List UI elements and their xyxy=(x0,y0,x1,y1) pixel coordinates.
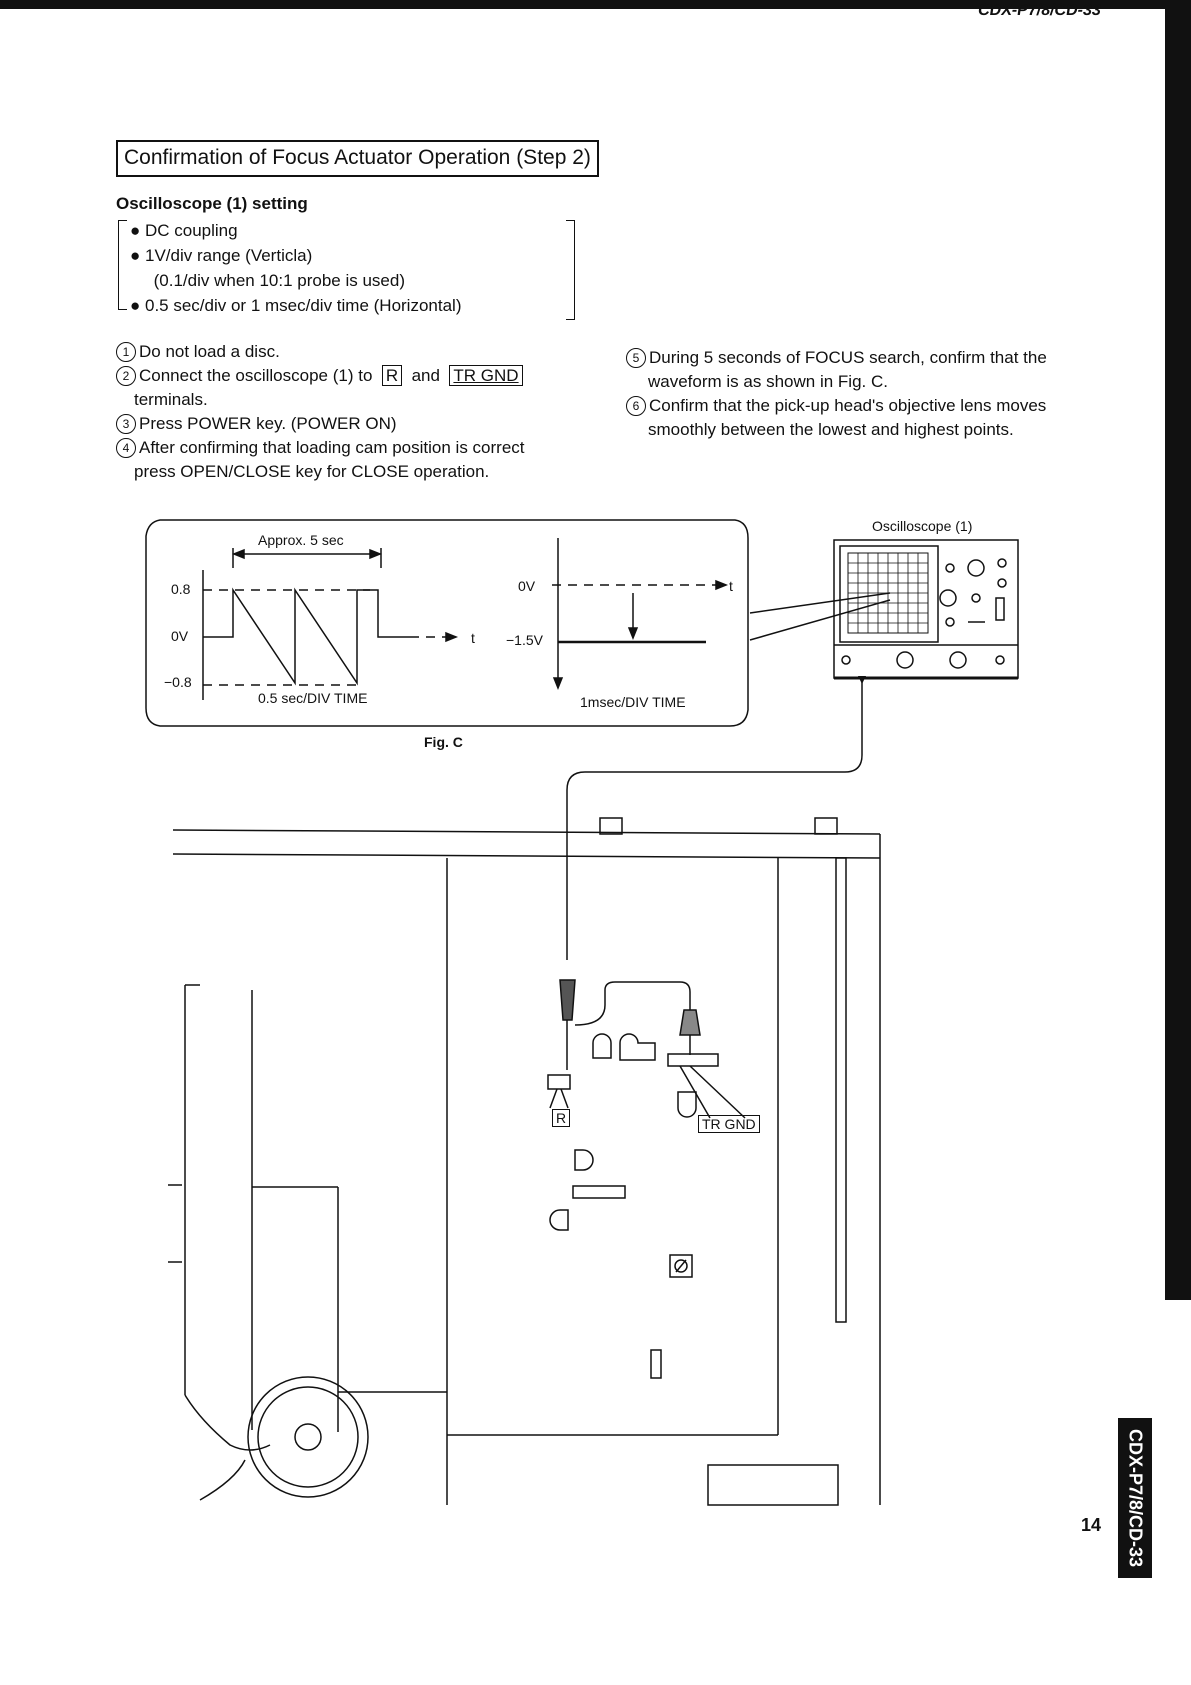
left-y-label-bottom: −0.8 xyxy=(164,674,192,690)
trgnd-terminal-tag: TR GND xyxy=(698,1115,760,1133)
right-time-label: 1msec/DIV TIME xyxy=(580,694,686,710)
right-t-label: t xyxy=(729,578,733,594)
step-text: Confirm that the pick-up head's objectiv… xyxy=(649,396,1047,415)
setting-line: ● DC coupling xyxy=(130,221,238,240)
figure-caption: Fig. C xyxy=(424,734,463,750)
left-t-label: t xyxy=(471,630,475,646)
step-number: 6 xyxy=(626,396,646,416)
step-text: Press POWER key. (POWER ON) xyxy=(139,414,397,433)
left-y-label-top: 0.8 xyxy=(171,581,191,597)
top-rule xyxy=(0,0,1191,9)
oscilloscope-setting-title: Oscilloscope (1) setting xyxy=(116,194,308,213)
step-text: press OPEN/CLOSE key for CLOSE operation… xyxy=(134,462,490,481)
setting-line: (0.1/div when 10:1 probe is used) xyxy=(130,271,405,290)
setting-line: ● 1V/div range (Verticla) xyxy=(130,246,313,265)
setting-line: ● 0.5 sec/div or 1 msec/div time (Horizo… xyxy=(130,296,462,315)
step-6-cont: smoothly between the lowest and highest … xyxy=(626,418,1047,442)
probe-cable xyxy=(566,680,863,960)
left-time-label: 0.5 sec/DIV TIME xyxy=(258,690,368,706)
r-terminal-tag: R xyxy=(552,1109,571,1127)
step-text: waveform is as shown in Fig. C. xyxy=(648,372,888,391)
step-number: 4 xyxy=(116,438,136,458)
step-number: 5 xyxy=(626,348,646,368)
probe-assembly xyxy=(547,979,746,1379)
step-4-cont: press OPEN/CLOSE key for CLOSE operation… xyxy=(116,460,525,484)
step-text: After confirming that loading cam positi… xyxy=(139,438,525,457)
oscilloscope-device xyxy=(749,539,1019,680)
sawtooth-wave xyxy=(203,587,410,686)
step-text: During 5 seconds of FOCUS search, confir… xyxy=(649,348,1047,367)
step-number: 3 xyxy=(116,414,136,434)
right-edge-bar xyxy=(1165,0,1191,1300)
page-number: 14 xyxy=(1081,1515,1102,1535)
oscilloscope-setting-list: ● DC coupling ● 1V/div range (Verticla) … xyxy=(130,218,461,318)
step-text: terminals. xyxy=(134,390,208,409)
step-text: smoothly between the lowest and highest … xyxy=(648,420,1014,439)
right-y-label-low: −1.5V xyxy=(506,632,543,648)
side-index-tab: CDX-P7/8/CD-33 xyxy=(1118,1418,1152,1578)
trgnd-terminal-label: TR GND xyxy=(449,365,523,386)
step-2-cont: terminals. xyxy=(116,388,525,412)
setting-bracket-right xyxy=(566,220,575,320)
step-text: Connect the oscilloscope (1) to xyxy=(139,366,373,385)
step-5-cont: waveform is as shown in Fig. C. xyxy=(626,370,1047,394)
step-number: 2 xyxy=(116,366,136,386)
player-chassis xyxy=(168,817,881,1506)
span-label: Approx. 5 sec xyxy=(258,532,344,548)
waveform-frame xyxy=(145,519,749,727)
step-number: 1 xyxy=(116,342,136,362)
step-text: Do not load a disc. xyxy=(139,342,280,361)
oscilloscope-label: Oscilloscope (1) xyxy=(872,518,973,534)
section-title: Confirmation of Focus Actuator Operation… xyxy=(116,140,599,177)
step-text-and: and xyxy=(411,366,440,385)
left-y-label-zero: 0V xyxy=(171,628,189,644)
r-terminal-label: R xyxy=(381,365,403,386)
right-y-label-zero: 0V xyxy=(518,578,536,594)
setting-bracket-left xyxy=(118,220,127,310)
